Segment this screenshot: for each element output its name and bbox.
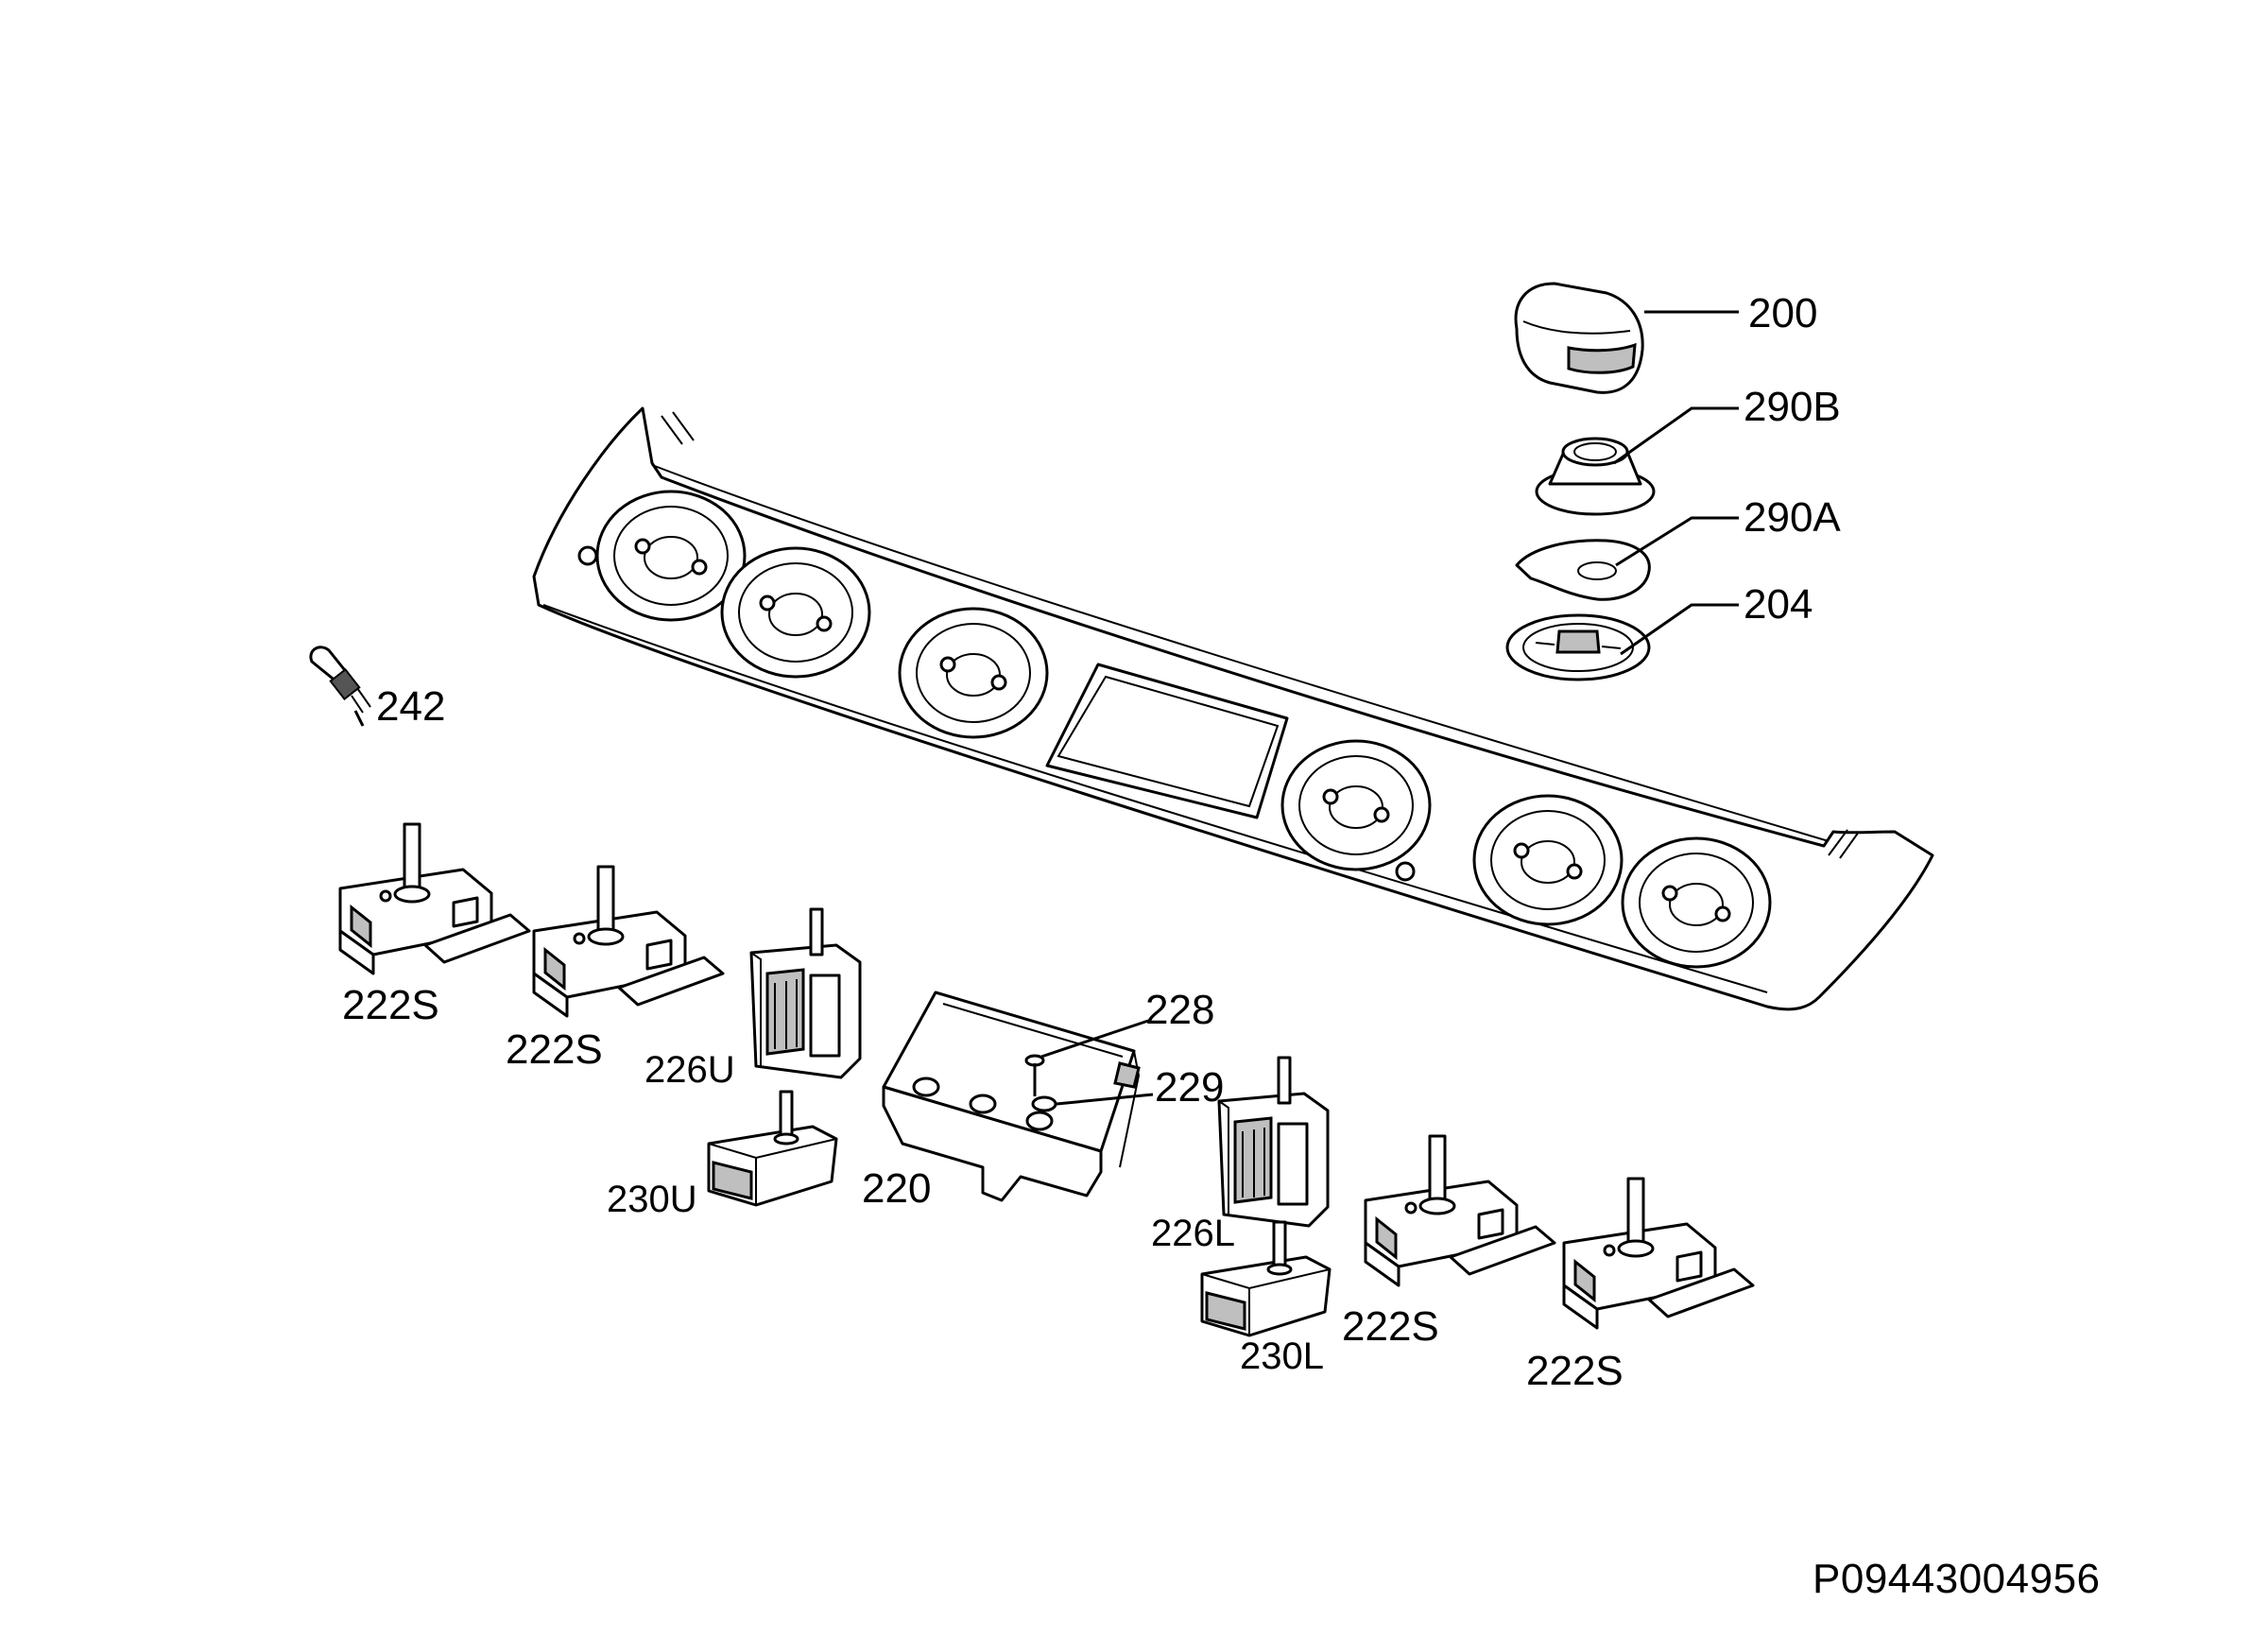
label-228: 228 (1145, 987, 1214, 1033)
knob-seat-5 (1472, 794, 1624, 926)
drawing-code: P09443004956 (1813, 1556, 2101, 1602)
label-290B: 290B (1744, 384, 1841, 430)
selector-switch-226L (1217, 1056, 1330, 1228)
spring-plate-204 (1505, 603, 1739, 681)
knob-seat-4 (1280, 739, 1432, 871)
label-200: 200 (1748, 290, 1817, 336)
label-290A: 290A (1744, 494, 1841, 541)
knob-200 (1514, 282, 1739, 394)
knob-seat-3 (898, 607, 1049, 739)
label-229: 229 (1155, 1064, 1224, 1111)
selector-switch-226U (749, 907, 862, 1079)
label-226U: 226U (644, 1049, 735, 1091)
energy-regulator-2 (532, 865, 725, 1018)
washer-229 (1031, 1093, 1154, 1112)
callout-labels: 200 290B 290A 204 242 222S 222S 222S 222… (342, 290, 1841, 1394)
energy-regulator-4 (1562, 1177, 1755, 1330)
label-226L: 226L (1151, 1213, 1235, 1254)
label-222S-4: 222S (1526, 1348, 1624, 1394)
thermostat-230L (1200, 1220, 1332, 1337)
label-204: 204 (1744, 581, 1813, 628)
energy-regulator-3 (1364, 1134, 1556, 1287)
knob-seat-2 (720, 546, 871, 679)
knob-seat-1 (595, 490, 747, 622)
knob-seat-6 (1621, 836, 1772, 969)
display-window (1045, 663, 1289, 819)
screw-228 (1024, 1019, 1149, 1096)
label-222S-1: 222S (342, 982, 439, 1028)
gasket-290A (1515, 516, 1739, 601)
thermostat-230U (707, 1090, 838, 1207)
label-222S-3: 222S (1342, 1303, 1439, 1350)
label-230U: 230U (607, 1179, 697, 1220)
energy-regulator-1 (338, 822, 531, 975)
label-220: 220 (862, 1165, 931, 1212)
igniter-242 (309, 646, 371, 727)
label-222S-2: 222S (506, 1026, 603, 1073)
timer-220 (882, 991, 1141, 1202)
bezel-290B (1535, 406, 1739, 516)
label-242: 242 (376, 683, 445, 730)
knob-seats (595, 490, 1772, 969)
label-230L: 230L (1240, 1335, 1324, 1377)
